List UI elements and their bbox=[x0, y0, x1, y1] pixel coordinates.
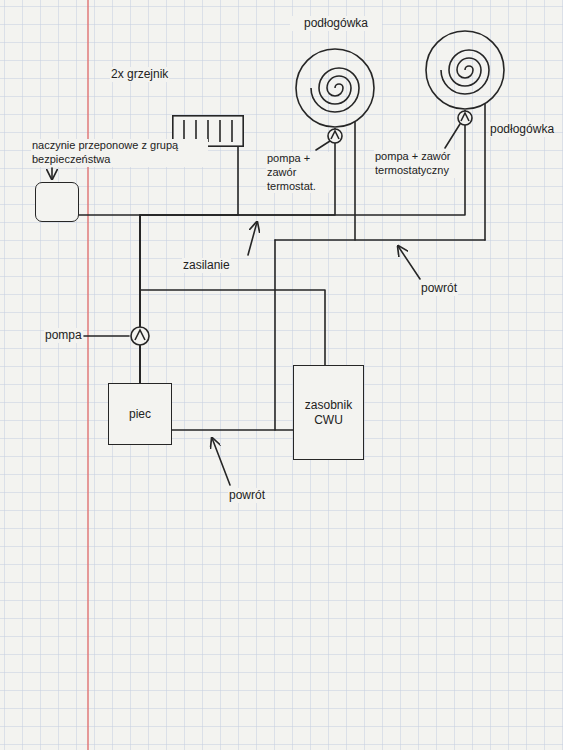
tank-box: zasobnik CWU bbox=[293, 365, 364, 460]
return-pipe bbox=[172, 429, 293, 431]
pump-symbol bbox=[328, 129, 342, 143]
pump-label: pompa + zawór termostat. bbox=[266, 152, 334, 193]
leader-arrow bbox=[51, 168, 53, 179]
node-text: zasobnik CWU bbox=[300, 398, 357, 428]
pipe-label: zasilanie bbox=[182, 258, 231, 273]
floor-heating-coil: podłogówka bbox=[425, 30, 505, 110]
node-heading: podłogówka bbox=[489, 122, 555, 137]
pump-symbol bbox=[131, 327, 149, 345]
floor-heating-coil: podłogówka bbox=[295, 48, 375, 128]
pump-symbol bbox=[458, 111, 472, 125]
return-pipe bbox=[274, 240, 276, 430]
spiral-symbol bbox=[425, 30, 505, 110]
return-pipe bbox=[354, 122, 356, 240]
leader-arrow bbox=[248, 222, 257, 255]
pipe-connector bbox=[140, 147, 238, 383]
pipe-label: powrót bbox=[228, 488, 266, 503]
node-heading: 2x grzejnik bbox=[110, 67, 169, 82]
margin-line bbox=[87, 0, 89, 750]
pump-label: pompa bbox=[44, 328, 83, 343]
boiler-box: piec bbox=[108, 383, 172, 445]
pipe-label: powrót bbox=[420, 281, 458, 296]
return-pipe bbox=[275, 239, 485, 241]
node-heading: podłogówka bbox=[290, 16, 382, 31]
node-heading: naczynie przeponowe z grupą bezpieczeńst… bbox=[31, 139, 208, 167]
return-pipe bbox=[484, 104, 486, 240]
pipe-connector bbox=[79, 215, 140, 383]
expansion-vessel: naczynie przeponowe z grupą bezpieczeńst… bbox=[35, 182, 79, 222]
node-text: piec bbox=[128, 407, 152, 422]
spiral-symbol bbox=[295, 48, 375, 128]
leader-line bbox=[445, 124, 460, 148]
leader-arrow bbox=[398, 246, 420, 279]
leader-arrow bbox=[212, 438, 230, 485]
leader-line bbox=[84, 335, 129, 337]
pump-label: pompa + zawór termostatyczny bbox=[374, 150, 464, 178]
leader-line bbox=[316, 141, 330, 150]
